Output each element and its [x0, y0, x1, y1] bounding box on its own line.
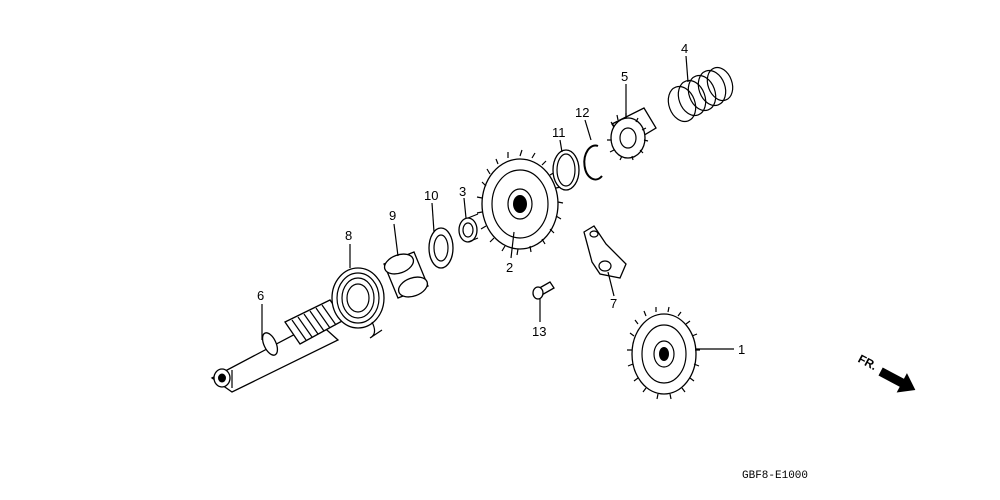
callout-5: 5: [621, 69, 628, 84]
callout-11: 11: [552, 125, 566, 140]
spring-part-8: [331, 267, 385, 339]
leader-lines: [261, 55, 734, 350]
bushing-part-3: [458, 213, 479, 243]
ring-part-11: [552, 149, 580, 191]
ratchet-part-5: [607, 107, 657, 161]
callout-2: 2: [506, 260, 513, 275]
callout-4: 4: [681, 41, 688, 56]
callout-6: 6: [257, 288, 264, 303]
direction-label: FR.: [856, 352, 880, 373]
callout-8: 8: [345, 228, 352, 243]
callout-3: 3: [459, 184, 466, 199]
callout-1: 1: [738, 342, 745, 357]
callout-7: 7: [610, 296, 617, 311]
arrow-icon: [878, 367, 916, 393]
plate-part-7: [583, 225, 627, 279]
washer-part-10: [428, 227, 454, 269]
gear-part-1: [627, 306, 700, 400]
front-direction-arrow: FR.: [856, 352, 916, 393]
callout-10: 10: [424, 188, 438, 203]
collar-part-9: [383, 251, 429, 299]
circlip-part-12: [583, 144, 603, 181]
callout-12: 12: [575, 105, 589, 120]
bolt-part-13: [532, 281, 555, 300]
callout-13: 13: [532, 324, 546, 339]
diagram-code: GBF8-E1000: [742, 470, 808, 482]
gear-part-2: [476, 149, 564, 256]
shaft-part-6: [210, 299, 345, 393]
callout-9: 9: [389, 208, 396, 223]
coil-spring-part-4: [667, 66, 734, 123]
